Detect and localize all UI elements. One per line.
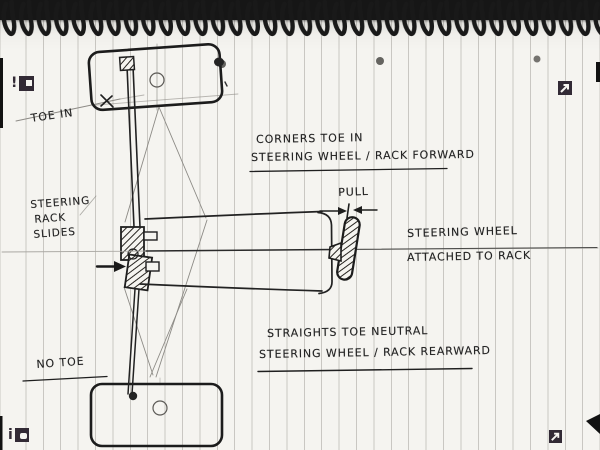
exclamation-glyph: !	[11, 75, 18, 91]
label-rack: RACK	[34, 211, 67, 226]
fiducial-marker-top-left: !	[11, 75, 35, 91]
bottom-tire-pivot-dot	[128, 391, 138, 401]
label-corners-toe-in: CORNERS TOE IN	[256, 131, 364, 146]
top-tire-pivot-dot	[214, 57, 224, 67]
fiducial-marker-bottom-left: i	[8, 428, 29, 443]
top-axle-circle	[149, 72, 165, 88]
rack-push-arrow	[95, 261, 126, 272]
top-tire	[87, 42, 228, 112]
pull-arrows	[319, 203, 378, 219]
bottom-tire	[89, 382, 224, 448]
rack-tab-lower	[145, 261, 160, 272]
rounded-square-icon	[14, 428, 29, 442]
rack-tab-upper	[143, 231, 158, 241]
ruled-paper	[0, 20, 600, 450]
construction-lines	[15, 43, 239, 386]
label-attached-to-rack: ATTACHED TO RACK	[407, 248, 532, 264]
underlines	[22, 167, 473, 382]
arrow-up-right-icon	[558, 81, 572, 95]
spiral-binding	[0, 0, 600, 44]
spiral-coils	[0, 0, 600, 44]
label-pull: PULL	[338, 184, 369, 199]
steering-wheel-drawing	[328, 216, 361, 281]
square-in-square-icon	[19, 76, 35, 91]
fiducial-marker-top-right	[558, 81, 572, 95]
steering-rack	[95, 226, 160, 292]
toe-in-cross-mark	[100, 94, 114, 108]
punch-holes	[218, 55, 541, 68]
scan-edge-artifacts	[0, 58, 600, 450]
fiducial-marker-bottom-right	[549, 430, 562, 443]
i-glyph: i	[8, 427, 13, 443]
kingpin-strut	[118, 55, 141, 395]
bottom-axle-circle	[152, 400, 168, 416]
arrow-up-right-icon	[549, 430, 562, 443]
wheel-hub-nub	[328, 241, 342, 263]
label-steering-rack-slides: STEERING RACK SLIDES	[30, 195, 93, 241]
